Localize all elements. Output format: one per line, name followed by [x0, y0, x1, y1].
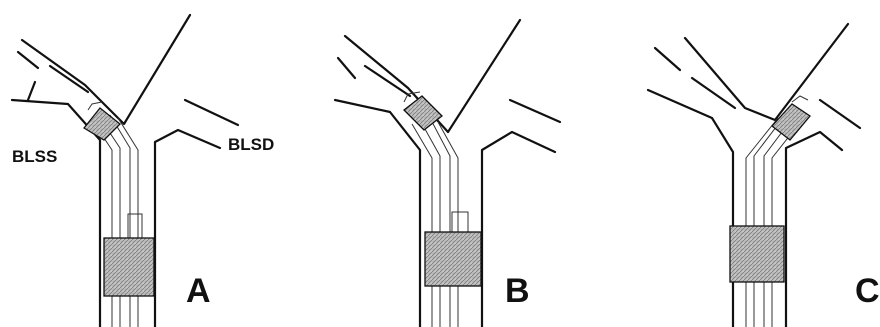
bronchial-cuff [404, 96, 442, 130]
panel-label: B [505, 272, 530, 310]
panel-label: A [186, 272, 211, 310]
bronchus-label-right: BLSD [228, 135, 274, 154]
panel-b: B [335, 20, 560, 327]
bronchial-cuff [84, 108, 120, 140]
panel-a: BLSS BLSD A [12, 15, 274, 327]
tracheal-cuff [730, 226, 784, 282]
bronchus-label-left: BLSS [12, 147, 57, 166]
panel-c: C [648, 24, 880, 327]
tracheal-cuff [425, 232, 481, 286]
panel-label: C [855, 272, 880, 310]
bronchial-cuff [772, 104, 810, 140]
tracheal-cuff [104, 238, 154, 296]
double-lumen-tube [404, 92, 468, 327]
